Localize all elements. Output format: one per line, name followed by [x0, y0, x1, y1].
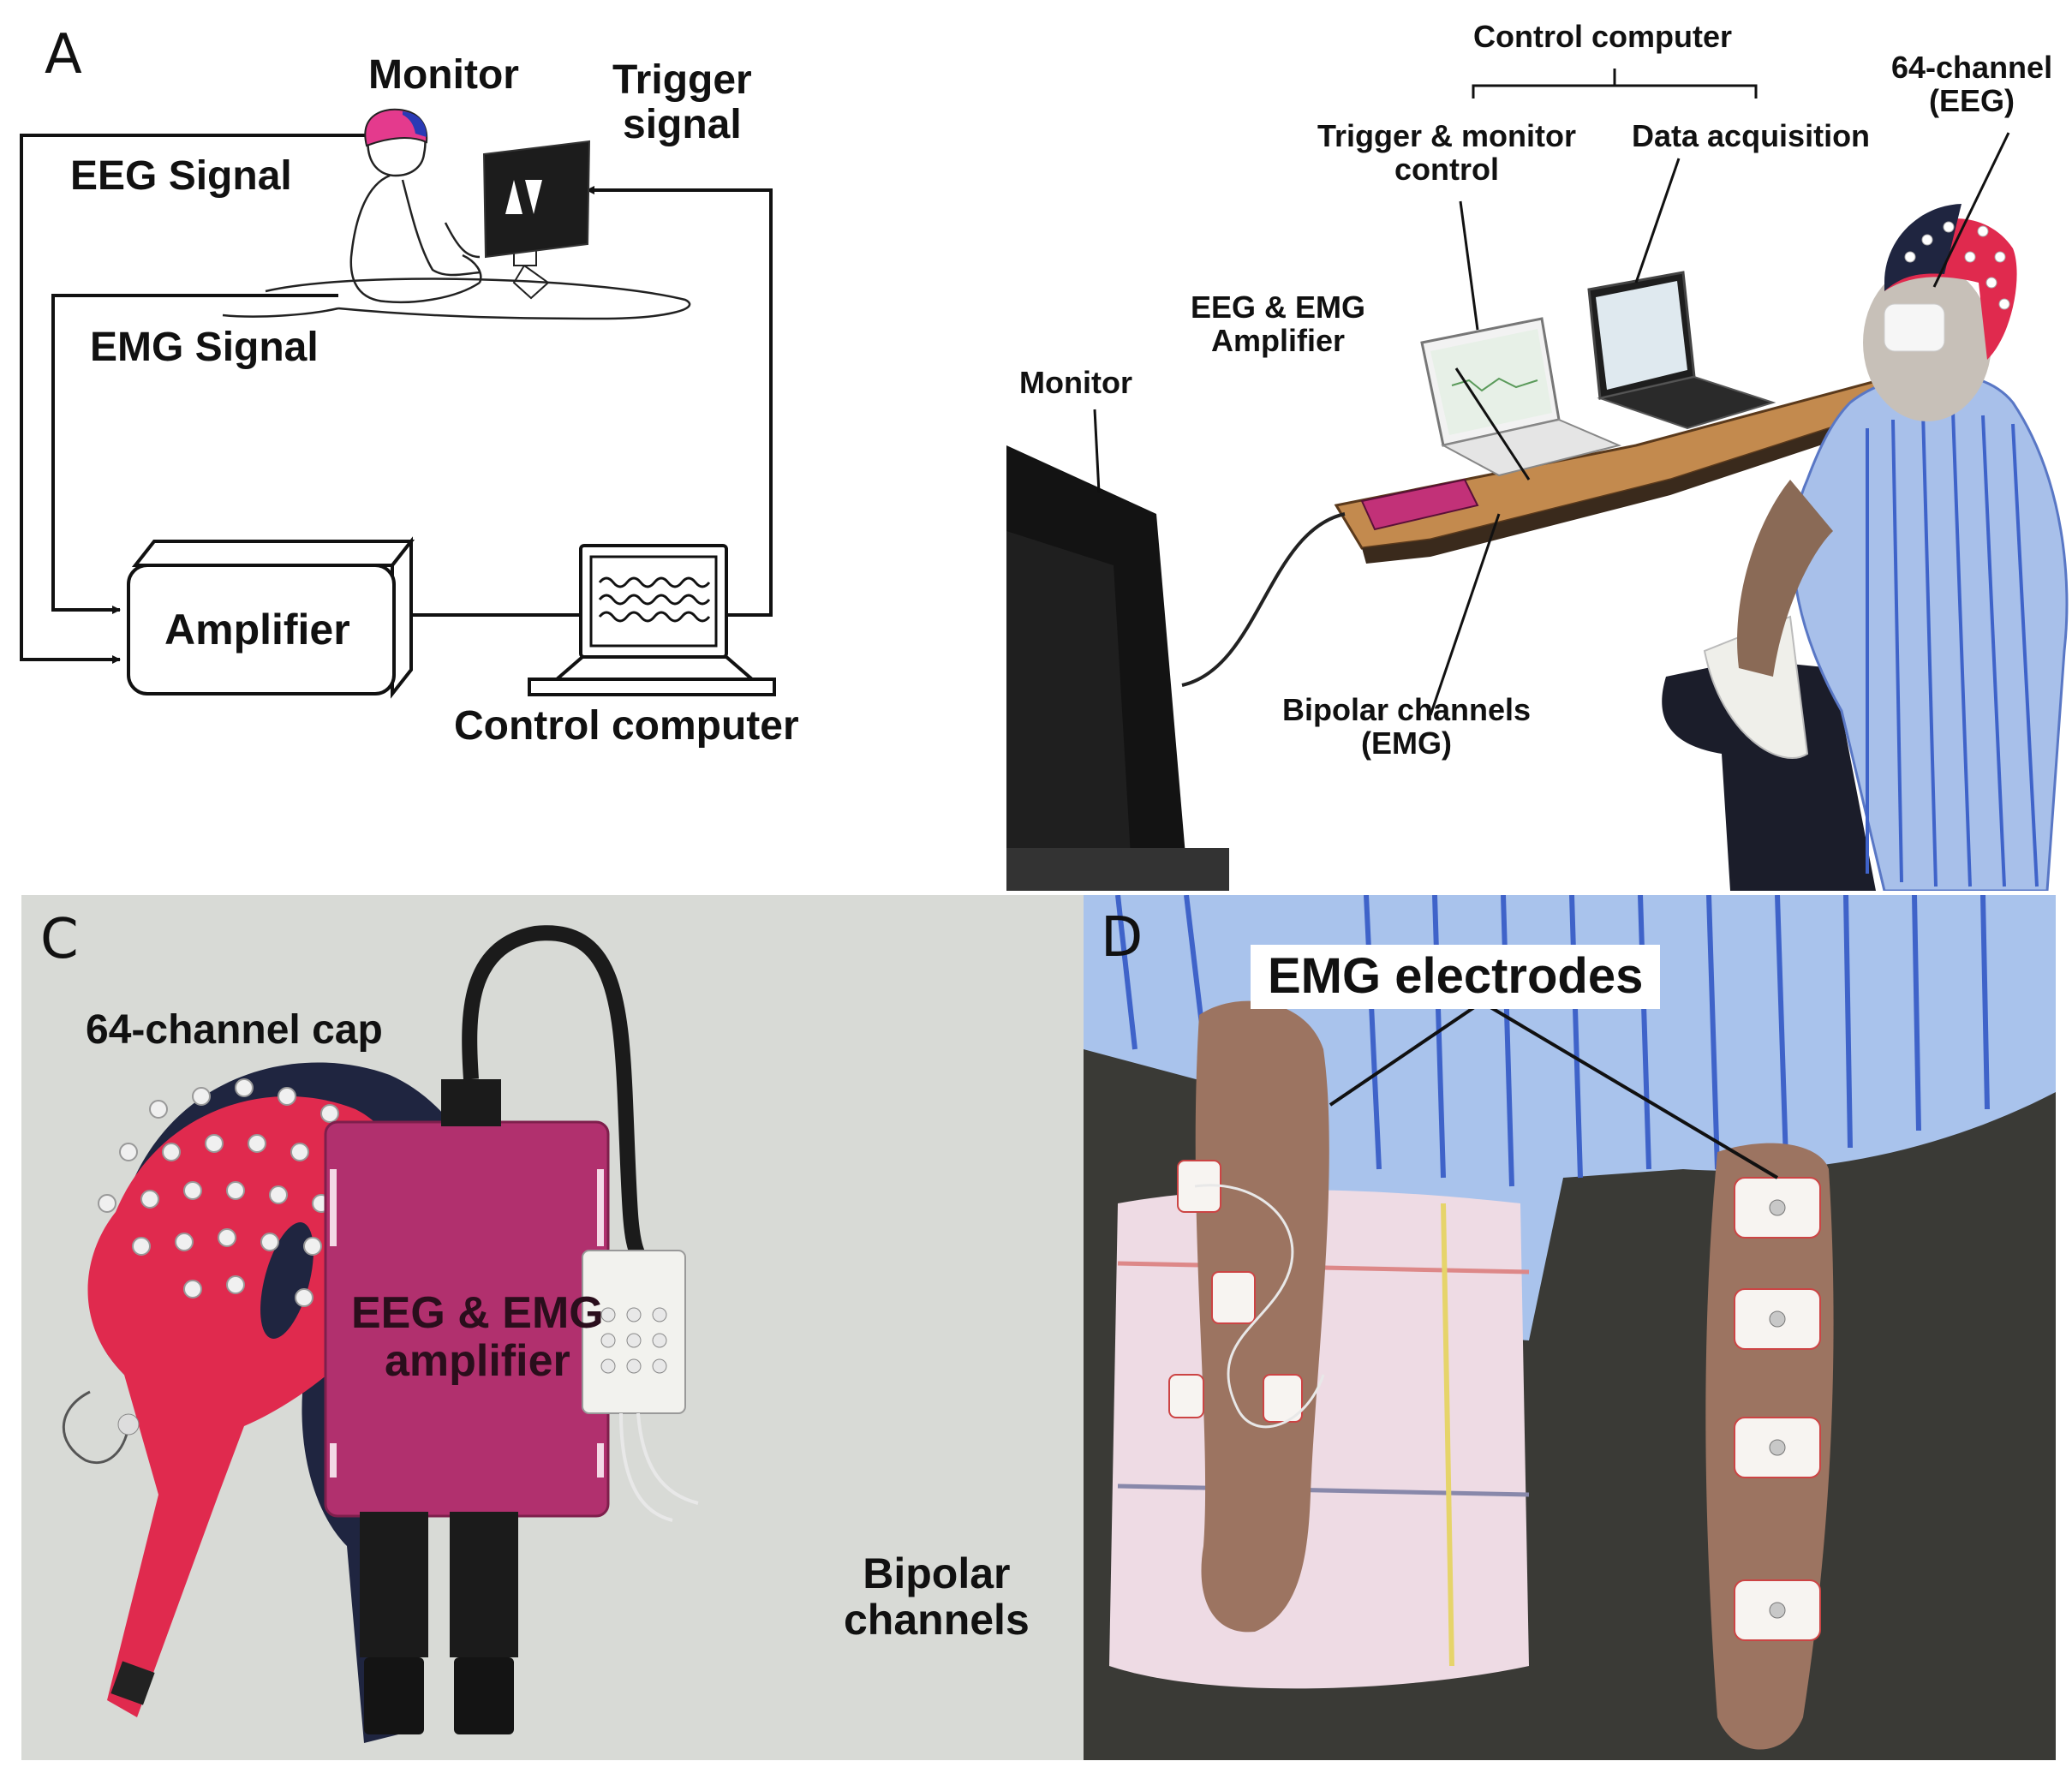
panel-b: B Control computer Trigger & monitor con… [985, 0, 2072, 891]
panel-a-trigger-label: Trigger signal [612, 57, 752, 147]
panel-c-amplifier-label: EEG & EMG amplifier [351, 1288, 604, 1387]
panel-a-control-computer-label: Control computer [454, 703, 799, 749]
panel-b-data-acquisition-label: Data acquisition [1632, 118, 1871, 153]
panel-b-trigger-monitor-label: Trigger & monitor control [1317, 118, 1577, 187]
desk-amplifier-shape [1360, 478, 1479, 531]
panel-c-bipolar-label: Bipolar channels [844, 1549, 1030, 1644]
panel-a-eeg-signal-label: EEG Signal [70, 153, 292, 199]
panel-a-letter: A [45, 23, 82, 87]
panel-d: D EMG electrodes [1084, 895, 2056, 1760]
panel-c-photo [62, 925, 699, 1743]
subject-photo-shape [1662, 204, 2069, 891]
subject-sketch [222, 174, 691, 320]
trigger-signal-line [586, 186, 773, 617]
panel-d-photo [1084, 895, 2056, 1750]
panel-c-cap-label: 64-channel cap [86, 1007, 383, 1053]
stimulus-monitor-shape [1006, 445, 1229, 891]
panel-c-letter: C [40, 908, 79, 971]
amplifier-box-icon [127, 536, 415, 699]
panel-a: A Monitor Trigger signal EEG Signal EMG … [0, 0, 985, 874]
panel-a-emg-signal-label: EMG Signal [90, 325, 319, 370]
trigger-monitor-icon [482, 140, 591, 266]
panel-b-64-channel-label: 64-channel (EEG) [1891, 50, 2053, 118]
left-forearm-shape [1195, 1000, 1329, 1633]
panel-a-monitor-label: Monitor [368, 52, 519, 98]
panel-b-monitor-label: Monitor [1019, 365, 1132, 400]
laptop-icon [528, 544, 776, 696]
subject-head-icon [364, 108, 428, 177]
panel-b-amplifier-label: EEG & EMG Amplifier [1191, 290, 1366, 358]
panel-b-photo [1006, 69, 2069, 891]
eeg-signal-line [20, 134, 368, 664]
laptop-acquisition-shape [1587, 271, 1776, 430]
panel-a-diagram [20, 108, 776, 699]
panel-b-bipolar-label: Bipolar channels (EMG) [1282, 692, 1532, 761]
emg-signal-line [51, 294, 338, 614]
panel-a-amplifier-label: Amplifier [164, 606, 350, 654]
laptop-trigger-shape [1420, 317, 1622, 477]
panel-d-letter: D [1101, 906, 1143, 970]
panel-d-electrodes-label: EMG electrodes [1251, 945, 1661, 1009]
panel-b-control-computer-label: Control computer [1473, 19, 1732, 54]
panel-c: C 64-channel cap EEG & EMG amplifier Bip… [21, 895, 1092, 1760]
